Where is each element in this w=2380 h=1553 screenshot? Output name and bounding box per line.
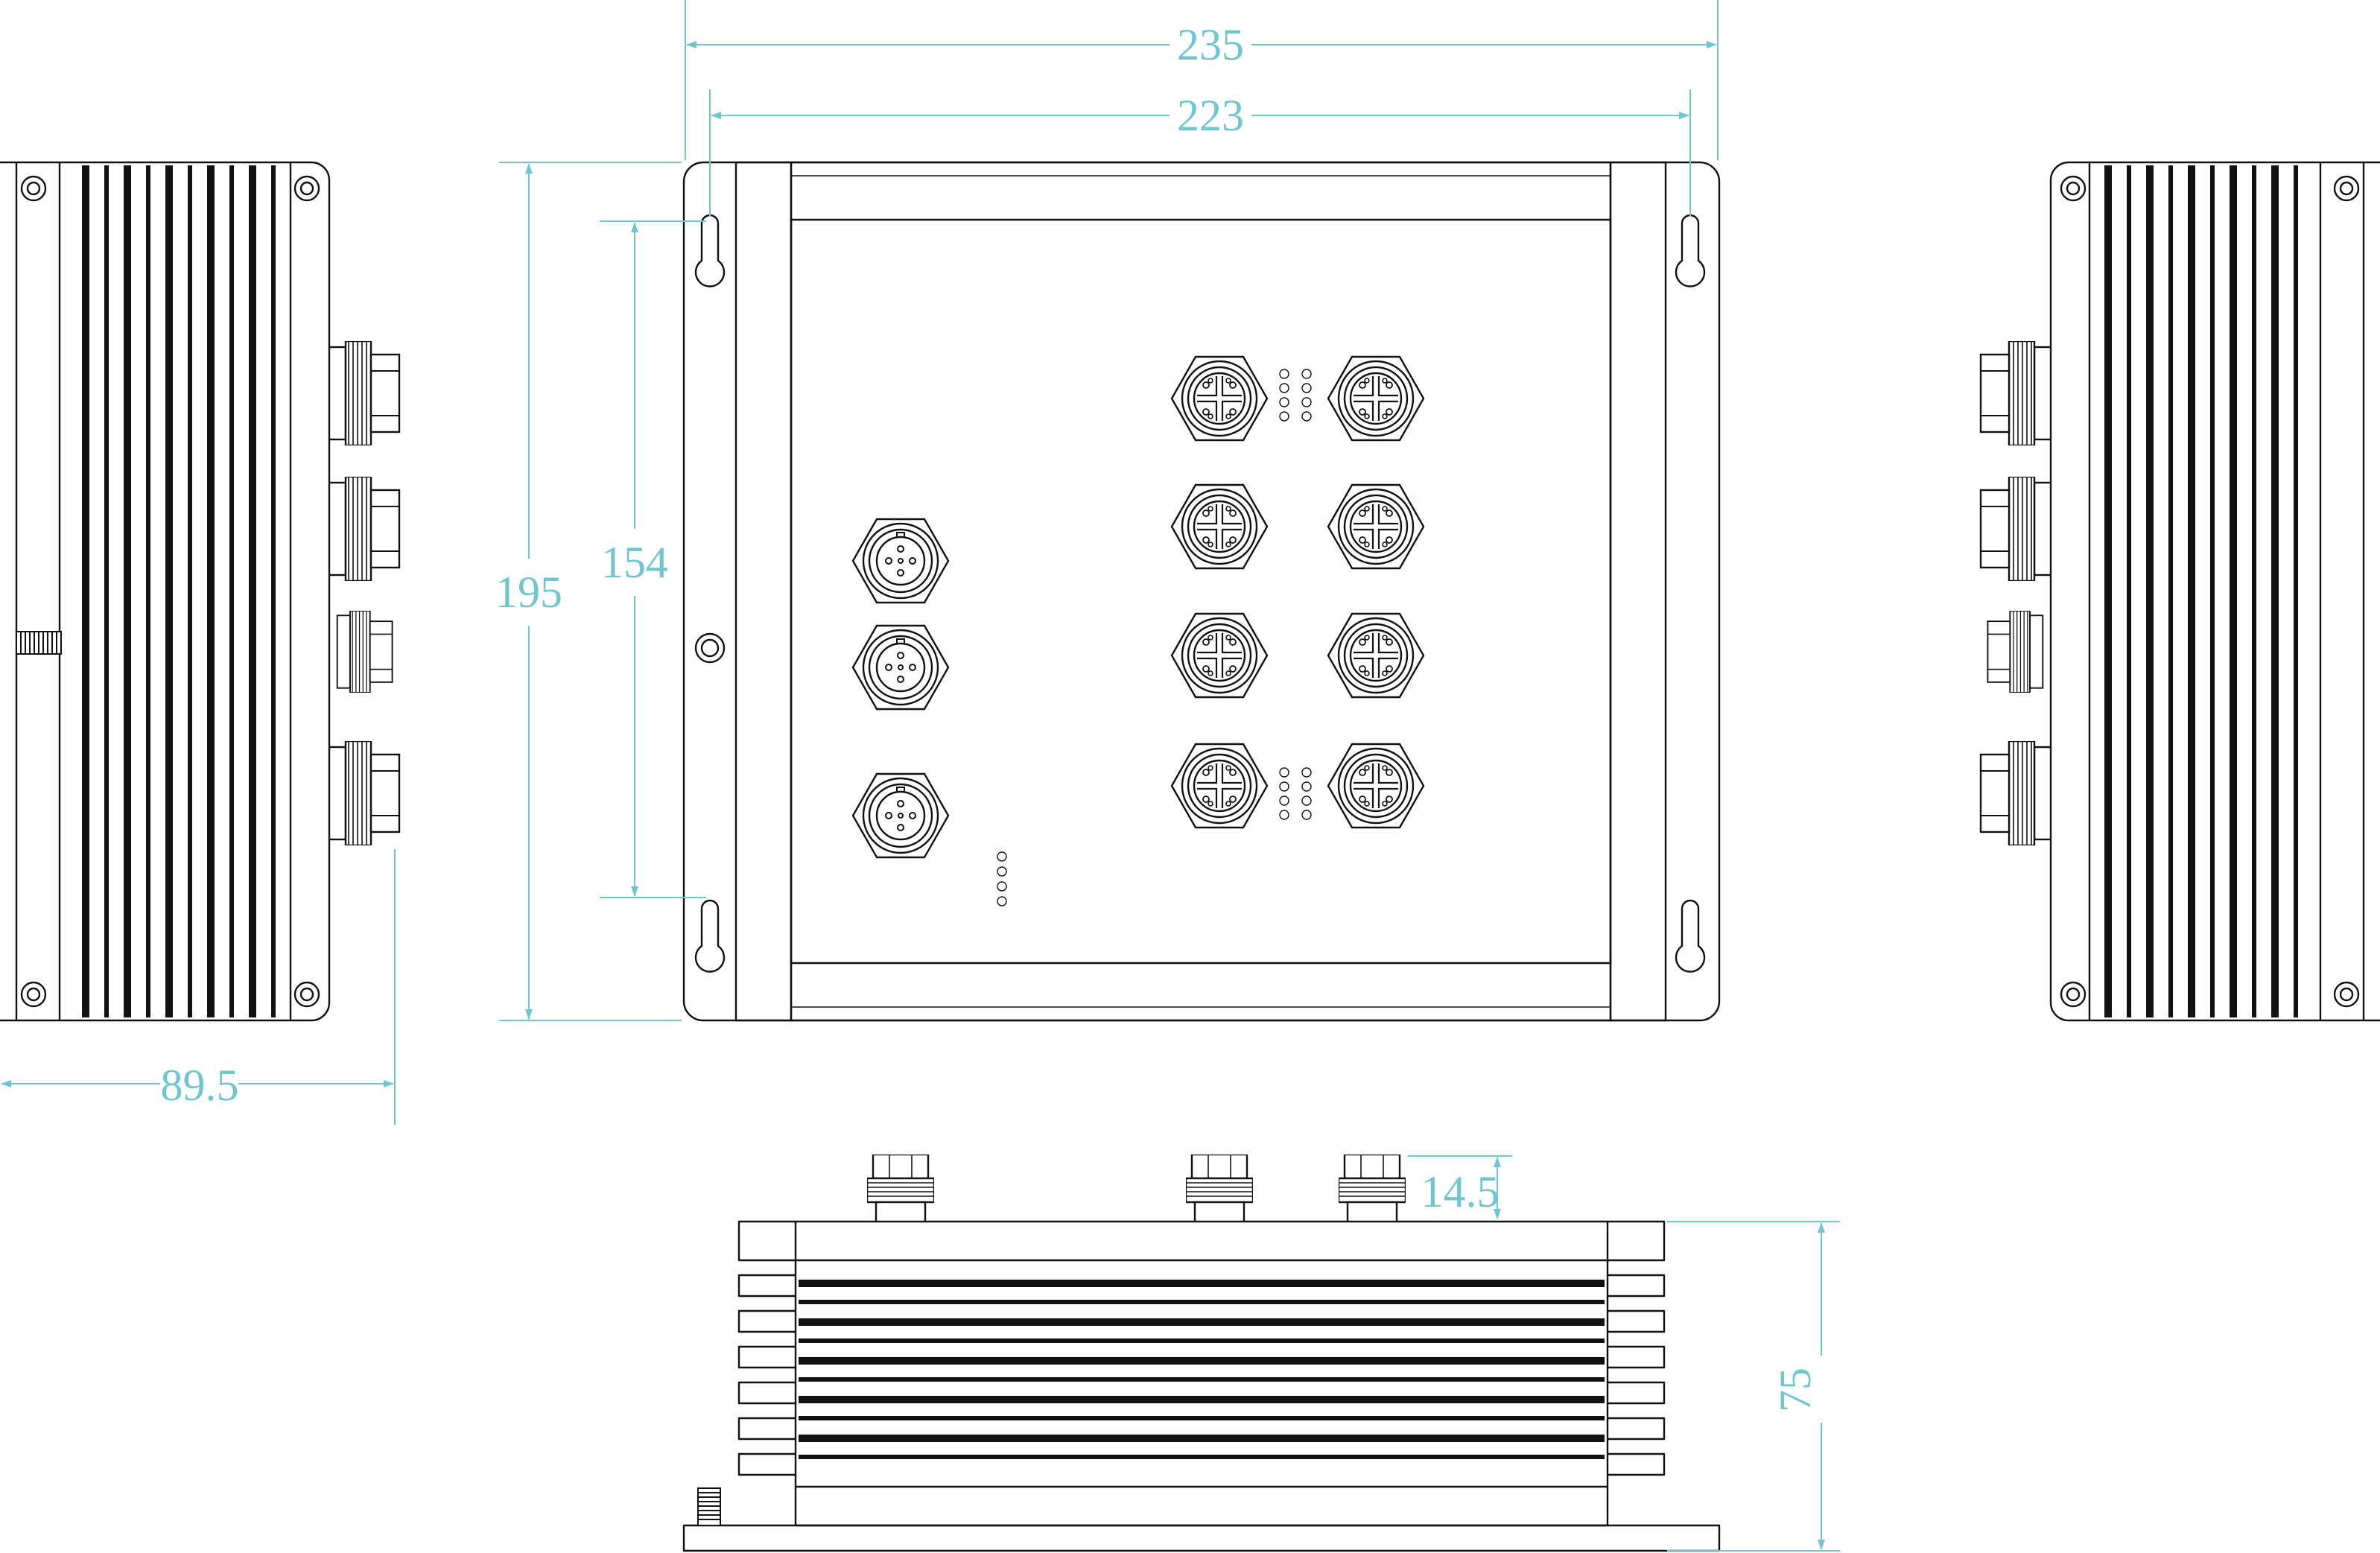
dim-label-89-5: 89.5 [161,1061,239,1110]
left-fin-stack [737,1220,796,1476]
bottom-ground-stud [697,1487,721,1526]
mount-slot-top-right [1675,214,1706,288]
bottom-housing [794,1220,1609,1527]
mount-slot-bottom-left [694,899,726,973]
dim-label-223: 223 [1177,91,1244,140]
ethernet-port-6 [1327,612,1425,699]
right-mounting-screws [2060,175,2360,1008]
ethernet-port-1 [1170,355,1269,442]
right-flange [1609,161,1667,1022]
side-connector-4 [329,741,401,845]
dim-mount-vertical: 154 [600,220,706,898]
heatsink-fins-left [82,165,276,1017]
bottom-view: 14.5 75 [682,1155,1840,1552]
ethernet-port-8 [1327,743,1425,829]
base-plate [682,1524,1721,1552]
left-flange [734,161,793,1022]
dim-label-154: 154 [601,538,668,587]
right-side-connector-1 [1979,341,2051,445]
dim-connector-protrusion: 14.5 [1408,1155,1512,1219]
ethernet-port-3 [1170,483,1269,570]
mount-slot-bottom-right [1675,899,1706,973]
front-panel [790,218,1612,965]
ground-stud-icon [16,631,62,655]
led-group-power [997,851,1007,906]
dim-overall-height: 195 [495,162,682,1021]
dim-label-235: 235 [1177,20,1244,69]
right-side-connector-3 [1987,611,2044,693]
led-group-bottom [1279,767,1312,820]
mounting-plate [682,161,1721,1022]
heatsink-fins-right [2104,165,2298,1017]
bottom-connector-1 [867,1155,934,1222]
bottom-connector-3 [1339,1155,1406,1222]
left-side-view: 89.5 [0,161,401,1125]
ethernet-port-5 [1170,612,1269,699]
power-connector-1 [851,518,950,604]
right-side-connector-2 [1979,477,2051,581]
dim-body-height: 75 [1667,1221,1840,1552]
side-connector-2 [329,477,401,581]
right-fin-stack [1608,1220,1666,1476]
bottom-cooling-ribs [799,1280,1605,1459]
status-led-icon [997,369,1312,906]
dim-label-195: 195 [495,568,562,617]
dim-mount-spacing: 223 [709,89,1691,216]
dim-side-depth: 89.5 [1,849,396,1125]
dim-label-75: 75 [1771,1368,1820,1412]
power-connector-2 [851,624,950,711]
right-side-connector-4 [1979,741,2051,845]
right-side-view [1979,161,2380,1022]
bottom-connector-2 [1186,1155,1253,1222]
ethernet-port-7 [1170,743,1269,829]
mounting-screw-icon [20,175,320,1008]
side-connector-1 [329,341,401,445]
ethernet-port-2 [1327,355,1425,442]
led-group-top [1279,369,1312,422]
side-connector-3 [336,611,393,693]
power-connector-3 [851,772,950,859]
front-view: 235 223 195 154 [495,0,1721,1022]
ethernet-port-4 [1327,483,1425,570]
mount-slot-top-left [694,214,726,288]
dim-overall-width: 235 [685,0,1719,160]
ground-screw-icon [694,632,726,664]
dim-label-14-5: 14.5 [1421,1167,1500,1216]
